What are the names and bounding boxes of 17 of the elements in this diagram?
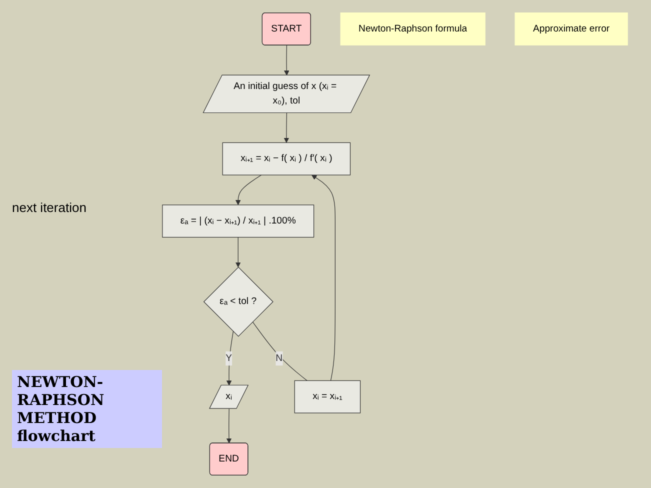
node-box: εₐ = | (xᵢ − xᵢ₊₁) / xᵢ₊₁ | .100% [162, 204, 314, 238]
node-box: xᵢ = xᵢ₊₁ [294, 380, 361, 414]
arrow [235, 174, 262, 206]
title-banner: NEWTON-RAPHSON METHOD flowchart [12, 370, 162, 448]
node-diamond: εₐ < tol ? [203, 266, 274, 337]
arrow [235, 236, 241, 268]
edge-label: N [276, 353, 283, 364]
node-box: xᵢ₊₁ = xᵢ − f( xᵢ ) / f′( xᵢ ) [222, 142, 351, 176]
node-box: Newton-Raphson formula [340, 12, 486, 46]
arrow [284, 45, 290, 76]
arrow [226, 408, 232, 444]
node-box: Approximate error [514, 12, 628, 46]
note-text: next iteration [12, 200, 88, 215]
connector [252, 322, 308, 381]
arrow [312, 174, 336, 381]
arrow [284, 112, 290, 143]
edge-label: Y [226, 353, 232, 364]
